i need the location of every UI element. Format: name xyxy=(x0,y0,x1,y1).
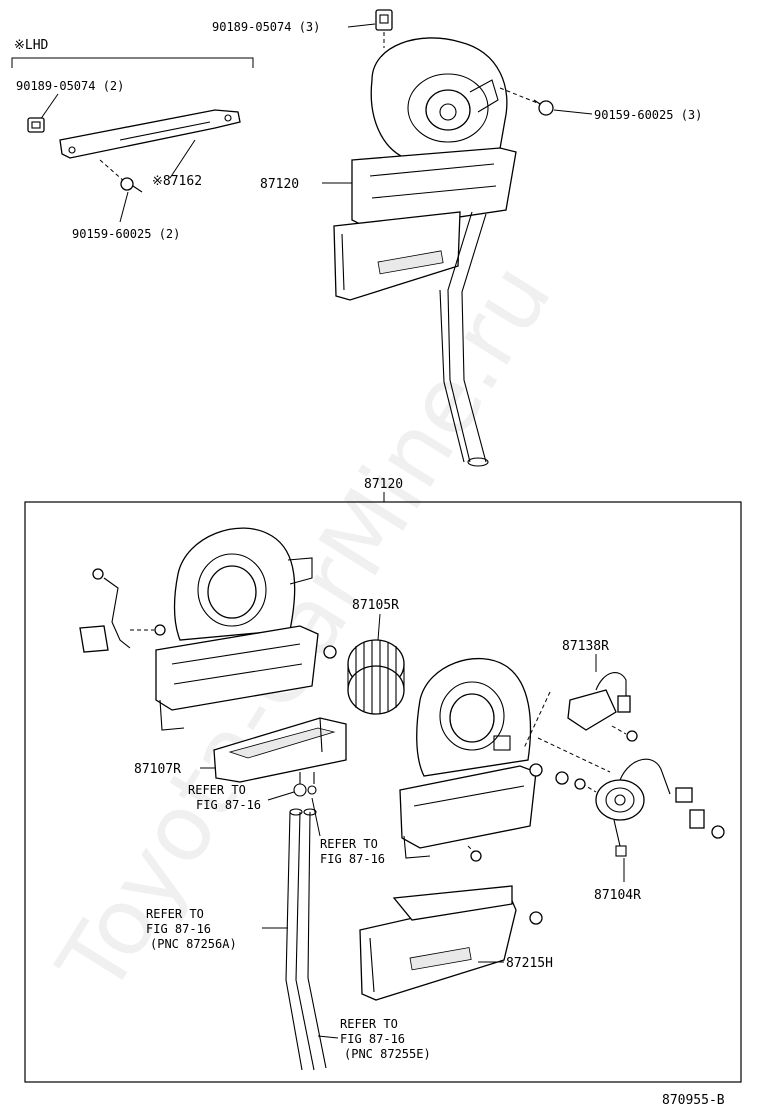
svg-text:(PNC 87256A): (PNC 87256A) xyxy=(150,937,237,951)
svg-text:REFER TO: REFER TO xyxy=(188,783,246,797)
top-unit: 90189-05074 (3) 90159-60025 (3) 87120 xyxy=(212,9,702,467)
left-bracket-icon xyxy=(79,568,166,653)
svg-text:FIG 87-16: FIG 87-16 xyxy=(146,922,211,936)
refer-c: REFER TO FIG 87-16 (PNC 87256A) xyxy=(146,907,288,951)
label-case: 87107R xyxy=(134,762,181,777)
top-duct xyxy=(333,211,461,301)
resistor-icon: 87138R xyxy=(523,639,638,773)
upper-housing xyxy=(155,527,337,731)
svg-text:REFER TO: REFER TO xyxy=(320,837,378,851)
clip-top-icon xyxy=(375,9,393,31)
box-title: 87120 xyxy=(364,477,403,492)
label-duct: 87215H xyxy=(506,956,553,971)
label-fan: 87105R xyxy=(352,598,399,613)
brace-icon xyxy=(59,109,241,159)
label-brace: ※87162 xyxy=(152,174,202,189)
label-unit: 87120 xyxy=(260,177,299,192)
label-resistor: 87138R xyxy=(562,639,609,654)
label-motor: 87104R xyxy=(594,888,641,903)
svg-text:FIG 87-16: FIG 87-16 xyxy=(320,852,385,866)
clip-lhd-icon xyxy=(27,117,45,133)
top-lower-case xyxy=(351,147,517,231)
svg-text:REFER TO: REFER TO xyxy=(340,1017,398,1031)
refer-a: REFER TO FIG 87-16 xyxy=(188,783,295,812)
svg-text:FIG 87-16: FIG 87-16 xyxy=(196,798,261,812)
label-screw-lhd: 90159-60025 (2) xyxy=(72,227,180,241)
label-clip-lhd: 90189-05074 (2) xyxy=(16,79,124,93)
fan-icon: 87105R xyxy=(347,598,405,715)
screw-top-icon xyxy=(533,99,554,116)
duct-icon: 87215H xyxy=(359,885,553,1001)
label-clip-top: 90189-05074 (3) xyxy=(212,20,320,34)
svg-text:FIG 87-16: FIG 87-16 xyxy=(340,1032,405,1046)
middle-housing xyxy=(399,658,569,862)
refer-d: REFER TO FIG 87-16 (PNC 87255E) xyxy=(317,1017,431,1061)
svg-text:REFER TO: REFER TO xyxy=(146,907,204,921)
box-frame xyxy=(24,501,742,1083)
lhd-note: ※LHD xyxy=(14,38,49,53)
screw-lhd-icon xyxy=(99,159,143,193)
diagram-id: 870955-B xyxy=(662,1093,725,1108)
heater-case-icon: 87107R xyxy=(134,717,347,797)
refer-b: REFER TO FIG 87-16 xyxy=(311,797,385,866)
label-screw-top: 90159-60025 (3) xyxy=(594,108,702,122)
svg-text:(PNC 87255E): (PNC 87255E) xyxy=(344,1047,431,1061)
lhd-group: ※LHD 90189-05074 (2) ※87162 90159-60025 … xyxy=(11,38,254,241)
motor-icon: 87104R xyxy=(574,758,725,903)
hoses-lower xyxy=(285,808,327,1071)
